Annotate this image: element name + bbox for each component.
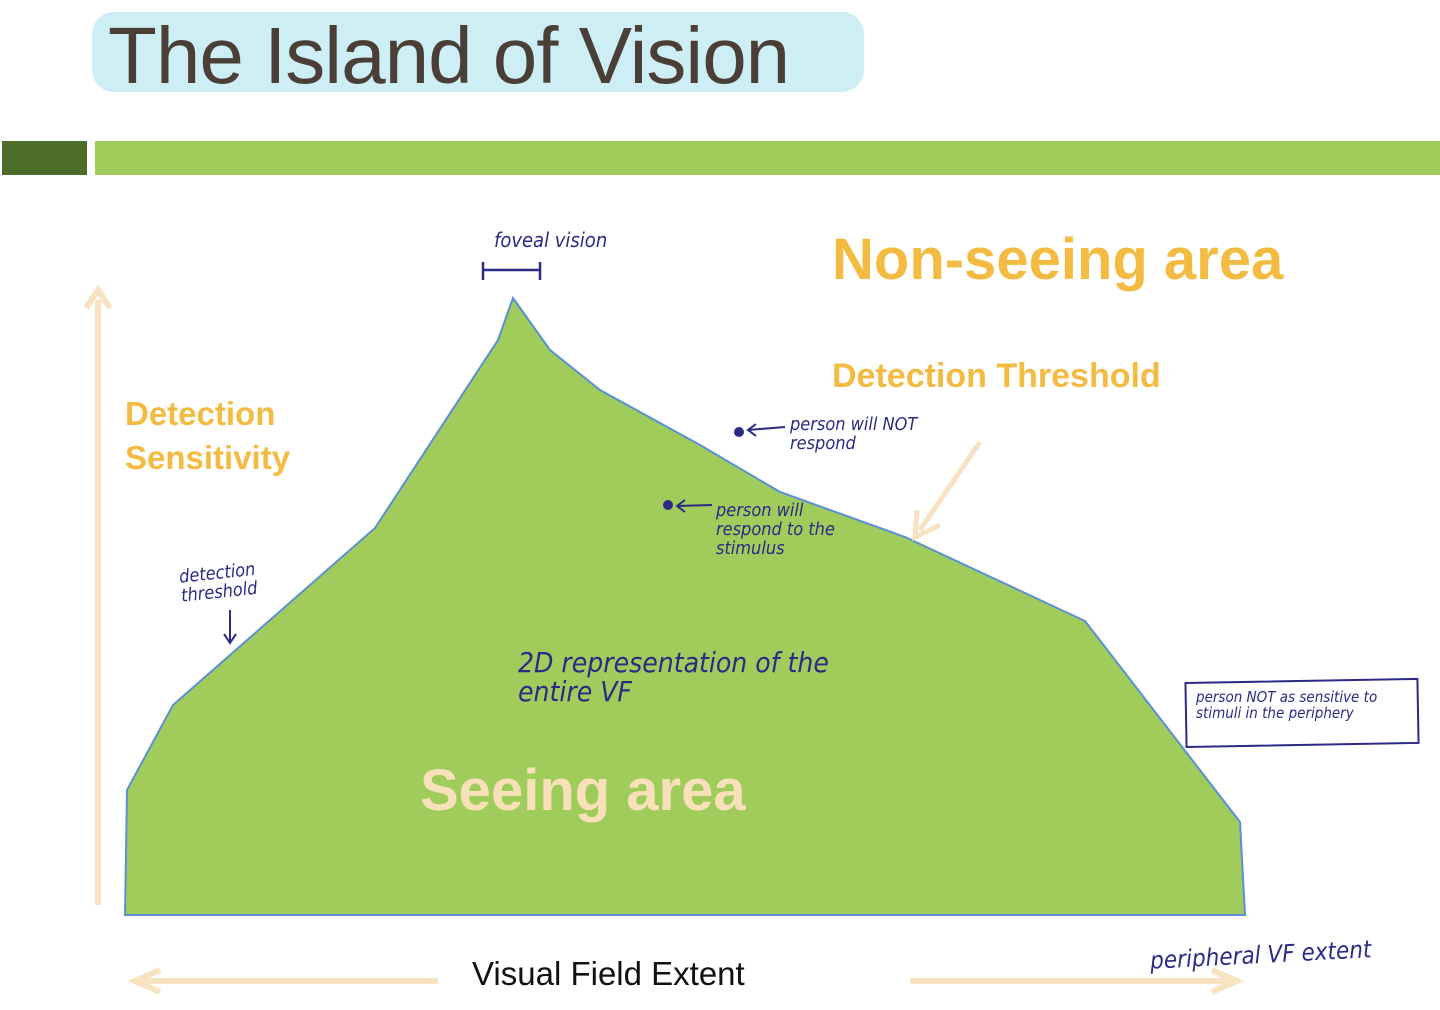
seeing-area-island (123, 295, 1247, 916)
title-bar-dark (2, 141, 87, 175)
note-periphery-sensitivity: person NOT as sensitive to stimuli in th… (1196, 688, 1378, 722)
visual-field-extent-label: Visual Field Extent (472, 955, 745, 992)
seeing-area-label: Seeing area (420, 758, 746, 823)
foveal-vision-bracket (481, 262, 542, 280)
detection-threshold-hand-arrow (223, 610, 237, 645)
slide-title: The Island of Vision (108, 11, 790, 100)
title-bar-light (95, 141, 1440, 175)
visual-field-right-arrow (910, 967, 1245, 995)
visual-field-left-arrow (127, 967, 438, 995)
non-seeing-area-label: Non-seeing area (832, 227, 1284, 292)
detection-threshold-arrow (912, 440, 983, 542)
stimulus-dot-respond (663, 499, 713, 513)
note-foveal-vision: foveal vision (494, 228, 608, 252)
stimulus-dot-not-respond (734, 423, 786, 437)
title-highlight (92, 12, 864, 92)
detection-sensitivity-arrow (83, 284, 113, 905)
periphery-note-box (1184, 677, 1420, 749)
detection-threshold-label: Detection Threshold (832, 357, 1161, 395)
note-person-will-not-respond: person will NOT respond (790, 414, 918, 454)
note-person-will-respond: person will respond to the stimulus (716, 500, 835, 559)
note-2d-representation: 2D representation of the entire VF (518, 646, 829, 709)
detection-sensitivity-label: Detection Sensitivity (125, 395, 291, 476)
